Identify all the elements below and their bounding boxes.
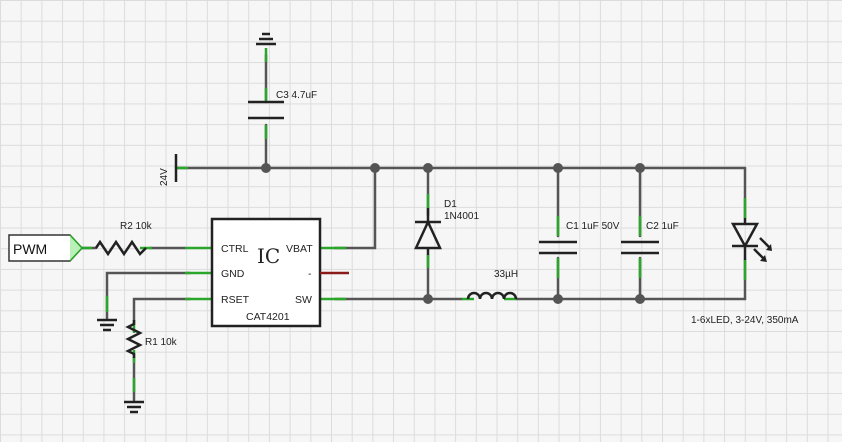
capacitor-c1: C1 1uF 50V xyxy=(539,221,620,255)
pwm-input-port[interactable]: PWM xyxy=(8,234,84,262)
r2-label: R2 10k xyxy=(120,221,153,232)
ground-symbol-top xyxy=(256,32,276,46)
c1-label: C1 1uF 50V xyxy=(566,221,620,232)
ic-part-label: CAT4201 xyxy=(246,311,290,323)
c2-label: C2 1uF xyxy=(646,221,679,232)
r1-label: R1 10k xyxy=(145,337,178,348)
ic-cat4201: IC CTRL GND RSET VBAT - SW CAT4201 xyxy=(210,217,349,328)
c3-label: C3 4.7uF xyxy=(276,90,317,101)
junctions xyxy=(261,163,645,304)
pin-ctrl-label: CTRL xyxy=(221,243,249,255)
ic-title: IC xyxy=(257,244,280,268)
supply-24v: 24V xyxy=(159,154,178,186)
pin-nc-label: - xyxy=(308,268,312,280)
pin-rset-label: RSET xyxy=(221,294,250,306)
pin-sw-label: SW xyxy=(295,294,312,306)
resistor-r1: R1 10k xyxy=(125,320,178,358)
inductor-33uh: 33µH xyxy=(466,269,518,300)
d1-name-label: D1 xyxy=(444,199,457,210)
pwm-label: PWM xyxy=(13,241,47,257)
inductor-label: 33µH xyxy=(494,269,518,280)
supply-voltage-label: 24V xyxy=(159,168,170,186)
pin-stubs xyxy=(82,48,747,392)
resistor-r2: R2 10k xyxy=(94,221,153,257)
d1-part-label: 1N4001 xyxy=(444,211,479,222)
pin-gnd-label: GND xyxy=(221,268,245,280)
capacitor-c2: C2 1uF xyxy=(621,221,679,255)
ground-symbol-ic xyxy=(97,318,117,332)
led-string: 1-6xLED, 3-24V, 350mA xyxy=(691,218,799,326)
ground-symbol-r1 xyxy=(124,400,144,414)
pin-vbat-label: VBAT xyxy=(286,243,313,255)
capacitor-c3: C3 4.7uF xyxy=(248,90,317,120)
diode-d1: D1 1N4001 xyxy=(414,199,479,255)
led-label: 1-6xLED, 3-24V, 350mA xyxy=(691,315,799,326)
